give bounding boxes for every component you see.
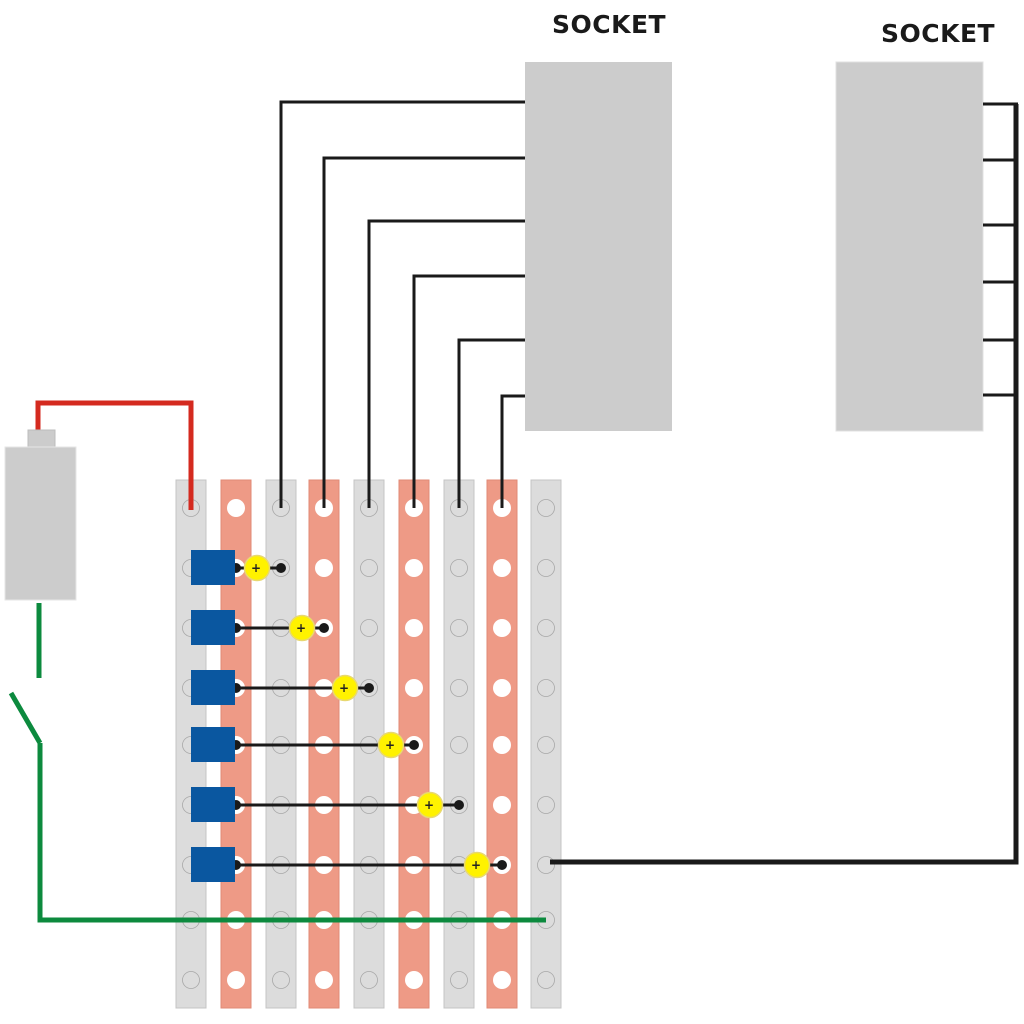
hole <box>537 796 555 814</box>
switch-lever <box>8 691 43 745</box>
wire-green-ground <box>37 743 546 923</box>
hole <box>537 499 555 517</box>
relay <box>191 847 235 882</box>
hole <box>405 559 423 577</box>
led <box>463 851 491 879</box>
battery <box>4 446 77 601</box>
hole <box>315 971 333 989</box>
led-polarity-plus: + <box>296 621 306 635</box>
solder-dot <box>454 800 464 810</box>
wire-red-positive <box>35 400 194 510</box>
sockets <box>525 61 984 432</box>
solder-dot <box>497 860 507 870</box>
hole <box>450 679 468 697</box>
hole <box>537 736 555 754</box>
hole <box>405 971 423 989</box>
wire-socket-left-pin <box>279 100 525 508</box>
solder-dot <box>364 683 374 693</box>
led <box>288 614 316 642</box>
hole <box>537 679 555 697</box>
led-polarity-plus: + <box>385 738 395 752</box>
wire-socket-right-bus <box>550 104 1019 865</box>
led-polarity-plus: + <box>339 681 349 695</box>
led <box>331 674 359 702</box>
wires <box>8 100 1019 923</box>
hole <box>360 971 378 989</box>
battery-terminal <box>27 429 56 449</box>
hole <box>450 736 468 754</box>
hole <box>537 559 555 577</box>
hole <box>315 559 333 577</box>
hole <box>272 971 290 989</box>
hole <box>450 619 468 637</box>
wire-socket-left-pin <box>457 338 525 508</box>
hole <box>182 971 200 989</box>
wire-socket-left-pin <box>412 274 525 508</box>
led-polarity-plus: + <box>471 858 481 872</box>
hole <box>405 679 423 697</box>
hole <box>493 679 511 697</box>
hole <box>493 971 511 989</box>
led-polarity-plus: + <box>424 798 434 812</box>
led <box>243 554 271 582</box>
wire-socket-left-pin <box>500 394 525 508</box>
socket-right <box>835 61 984 432</box>
relay <box>191 610 235 645</box>
hole <box>360 559 378 577</box>
led <box>416 791 444 819</box>
hole <box>493 736 511 754</box>
wire-socket-left-pin <box>367 219 525 508</box>
led-polarity-plus: + <box>251 561 261 575</box>
hole <box>493 796 511 814</box>
hole <box>450 559 468 577</box>
hole <box>537 619 555 637</box>
led <box>377 731 405 759</box>
relay <box>191 670 235 705</box>
solder-dot <box>276 563 286 573</box>
socket-right-label: SOCKET <box>881 19 996 48</box>
relay <box>191 787 235 822</box>
hole <box>537 971 555 989</box>
hole <box>493 559 511 577</box>
socket-left <box>525 62 672 431</box>
solder-dot <box>319 623 329 633</box>
hole <box>360 619 378 637</box>
socket-left-label: SOCKET <box>552 10 667 39</box>
hole <box>227 971 245 989</box>
hole <box>493 619 511 637</box>
solder-dot <box>409 740 419 750</box>
relay <box>191 550 235 585</box>
hole <box>537 856 555 874</box>
hole <box>450 971 468 989</box>
relay <box>191 727 235 762</box>
hole <box>405 619 423 637</box>
hole <box>227 499 245 517</box>
components: + + + + + + <box>4 429 507 882</box>
wire-socket-left-pin <box>322 156 525 508</box>
